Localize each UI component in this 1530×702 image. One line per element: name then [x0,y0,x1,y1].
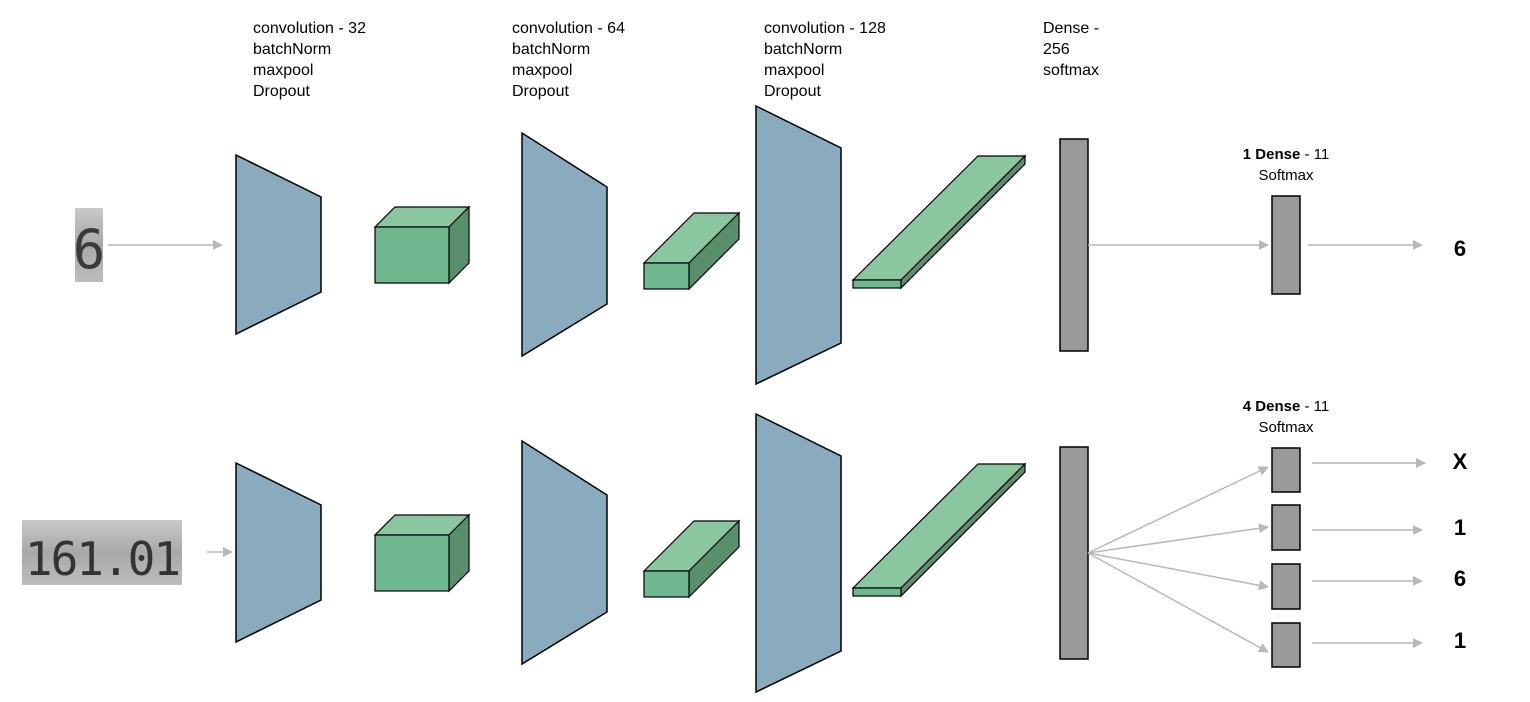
layer-label-line: 256 [1043,41,1070,58]
layer-label-conv-32: convolution - 32 batchNorm maxpool Dropo… [253,18,366,102]
layer-label-line: convolution - 64 [512,20,625,37]
output-digit: 6 [1453,566,1467,591]
output-digit: X [1452,449,1468,474]
layer-label-dense-256: Dense - 256 softmax [1043,18,1099,81]
layer-label-line: maxpool [253,62,314,79]
layer-label-line: Dropout [764,83,821,100]
head-label-bold: 4 Dense [1242,398,1301,415]
conv-block-1 [235,153,322,336]
dense-head-bar [1271,622,1301,668]
layer-label-line: batchNorm [764,41,843,58]
head-label-rest: - 11 [1300,398,1330,415]
layer-label-conv-128: convolution - 128 batchNorm maxpool Drop… [764,18,886,102]
output-digit: 1 [1453,515,1467,540]
pool-block-2 [642,519,741,599]
dense-head-bar [1271,195,1301,295]
layer-label-line: maxpool [512,62,573,79]
layer-label-conv-64: convolution - 64 batchNorm maxpool Dropo… [512,18,625,102]
layer-label-line: batchNorm [253,41,332,58]
flatten-slab [851,154,1027,290]
pool-cube-1 [373,513,471,593]
input-image-single-digit: 6 [73,208,106,282]
layer-label-line: convolution - 32 [253,20,366,37]
layer-label-line: batchNorm [512,41,591,58]
dense-head-bar [1271,563,1301,610]
layer-label-line: softmax [1043,62,1100,79]
layer-label-line: maxpool [764,62,825,79]
flatten-slab [851,462,1027,598]
head-label-activation: Softmax [1258,419,1314,436]
dense-256-bar [1059,446,1089,660]
head-label-rest: - 11 [1300,146,1330,163]
bottom-row: 161.01 [22,412,1426,694]
head-label-bold: 1 Dense [1242,146,1301,163]
conv-block-1 [235,461,322,644]
layer-label-line: Dense - [1043,20,1100,37]
conv-block-3 [755,412,842,694]
output-digit: 1 [1453,628,1467,653]
output-digit: 6 [1453,236,1467,261]
head-label-single: 1 Dense - 11 Softmax [1206,144,1366,186]
layer-label-line: convolution - 128 [764,20,886,37]
dense-head-bar [1271,504,1301,551]
input-digits-text: 161.01 [25,532,179,586]
dense-head-bar [1271,447,1301,493]
fan-out-arrows [1087,466,1269,653]
conv-block-2 [521,131,608,358]
layer-label-line: Dropout [253,83,310,100]
dense-256-bar [1059,138,1089,352]
pool-cube-1 [373,205,471,285]
input-image-multi-digit: 161.01 [22,520,182,586]
layer-label-line: Dropout [512,83,569,100]
head-label-multi: 4 Dense - 11 Softmax [1206,396,1366,438]
conv-block-3 [755,104,842,386]
head-label-activation: Softmax [1258,167,1314,184]
top-row: 6 [73,104,1423,386]
input-digit-text: 6 [73,218,106,281]
conv-block-2 [521,439,608,666]
pool-block-2 [642,211,741,291]
